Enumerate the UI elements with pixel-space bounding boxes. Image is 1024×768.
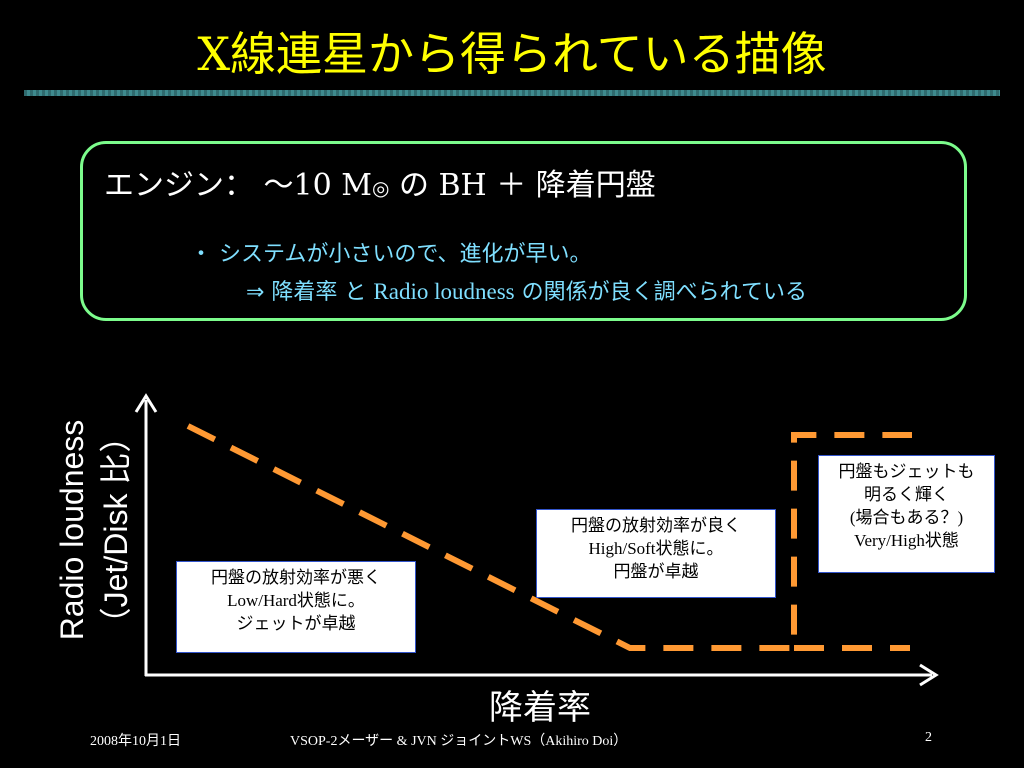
engine-mass: 10 M bbox=[293, 168, 372, 203]
y-axis-arrowhead bbox=[134, 393, 158, 413]
note-line: 円盤の放射効率が悪く bbox=[211, 568, 381, 587]
y-axis-label-line1: Radio loudness bbox=[54, 419, 90, 641]
title-divider bbox=[24, 90, 1000, 96]
note-line: 円盤が卓越 bbox=[613, 562, 699, 581]
footer-event: VSOP-2メーザー & JVN ジョイントWS（Akihiro Doi） bbox=[290, 734, 628, 749]
bullet-radio: Radio loudness bbox=[373, 279, 515, 304]
note-line: ジェットが卓越 bbox=[236, 614, 356, 633]
bullet-relation: ⇒ 降着率 と Radio loudness の関係が良く調べられている bbox=[246, 274, 807, 306]
note-high-soft: 円盤の放射効率が良く High/Soft状態に。 円盤が卓越 bbox=[536, 509, 776, 598]
y-axis-label-line2: （Jet/Disk 比） bbox=[98, 420, 134, 640]
note-line: Very/High状態 bbox=[854, 531, 959, 550]
axes bbox=[134, 393, 939, 687]
note-low-hard: 円盤の放射効率が悪く Low/Hard状態に。 ジェットが卓越 bbox=[176, 561, 416, 653]
x-axis-label: 降着率 bbox=[489, 688, 591, 728]
engine-line: エンジン： ～10 M◎ の BH ＋ 降着円盤 bbox=[104, 160, 656, 204]
y-axis-label: Radio loudness （Jet/Disk 比） bbox=[50, 400, 146, 660]
note-very-high: 円盤もジェットも 明るく輝く (場合もある？) Very/High状態 bbox=[818, 455, 995, 573]
engine-middle: の bbox=[389, 168, 439, 203]
engine-prefix: エンジン： ～ bbox=[104, 168, 294, 203]
page-number: 2 bbox=[925, 730, 932, 745]
bullet-arrow: ⇒ 降着率 と bbox=[246, 280, 374, 305]
note-line: 円盤の放射効率が良く bbox=[571, 516, 741, 535]
bullet-evolution: ・ システムが小さいので、進化が早い。 bbox=[190, 242, 592, 267]
x-axis-arrowhead bbox=[919, 663, 939, 687]
footer-date: 2008年10月1日 bbox=[90, 734, 181, 749]
slide-title: X線連星から得られている描像 bbox=[197, 27, 827, 81]
bullet-rest: の関係が良く調べられている bbox=[514, 280, 807, 305]
note-line: Low/Hard状態に。 bbox=[227, 591, 365, 610]
engine-suffix: ＋ 降着円盤 bbox=[486, 168, 656, 203]
note-line: (場合もある？) bbox=[849, 508, 964, 527]
solar-symbol: ◎ bbox=[371, 176, 390, 200]
engine-summary-box bbox=[80, 141, 967, 321]
engine-bh: BH bbox=[438, 168, 487, 203]
note-line: High/Soft状態に。 bbox=[588, 539, 724, 558]
note-line: 明るく輝く bbox=[864, 485, 949, 504]
note-line: 円盤もジェットも bbox=[838, 462, 975, 481]
